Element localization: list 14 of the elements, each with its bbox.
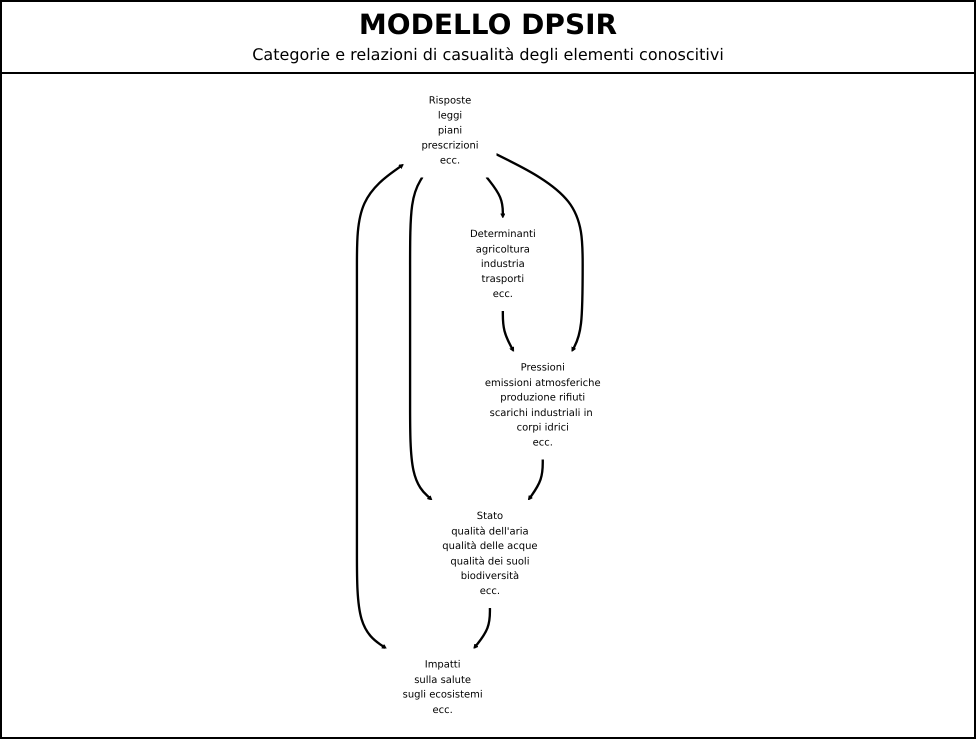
node-text: Pressioni emissioni atmosferiche produzione rifiuti scarichi industriali in corpi idrici ecc. — [484, 362, 601, 448]
arrow — [408, 176, 432, 501]
diagram-subtitle: Categorie e relazioni di casualità degli elementi conoscitivi — [251, 45, 725, 64]
arrow — [356, 164, 404, 650]
arrow — [528, 459, 544, 501]
node-text: Risposte leggi piani prescrizioni ecc. — [421, 94, 479, 166]
node-text: Stato qualità dell'aria qualità delle acque qualità dei suoli biodiversità ecc. — [442, 510, 538, 597]
arrow — [496, 153, 584, 352]
node-text: Impatti sulla salute sugli ecosistemi ecc. — [402, 658, 483, 716]
diagram-title: MODELLO DPSIR — [358, 8, 618, 41]
arrow — [473, 608, 492, 650]
arrow — [486, 176, 506, 218]
node-text: Determinanti agricoltura industria trasporti ecc. — [470, 228, 536, 300]
arrow — [502, 310, 514, 352]
